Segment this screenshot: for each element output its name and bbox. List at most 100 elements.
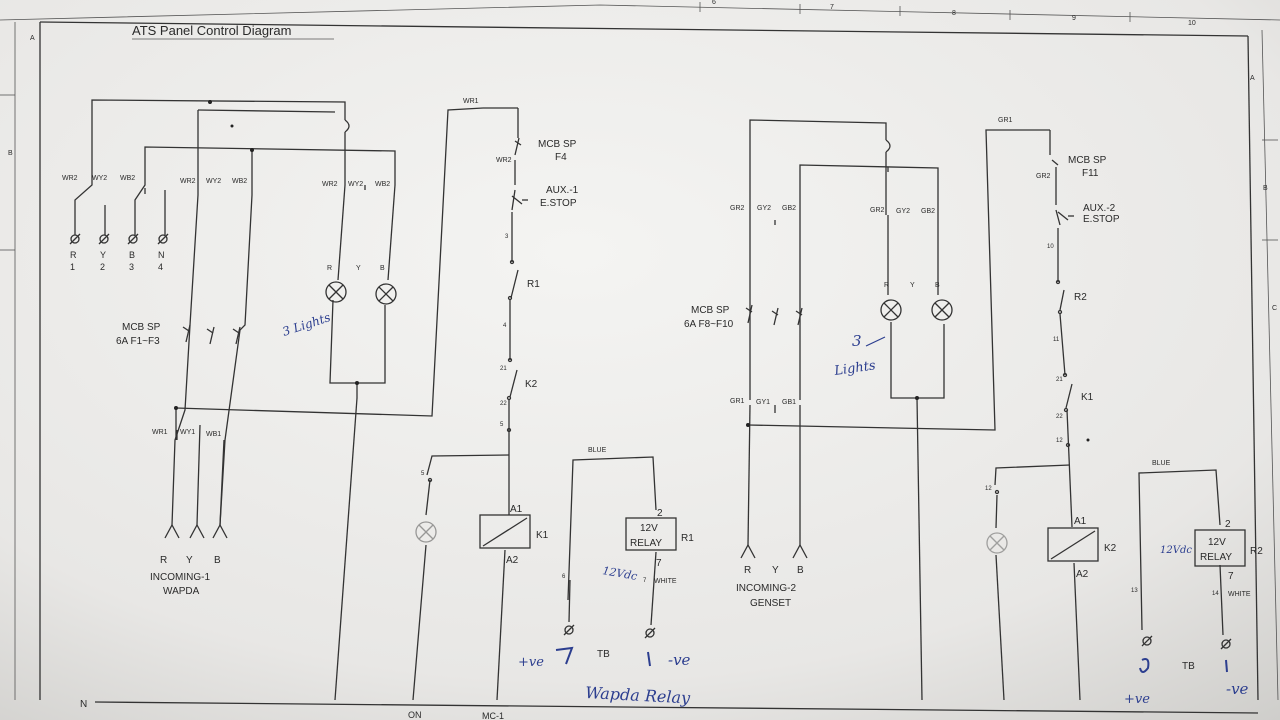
incoming-phase-label: R bbox=[160, 555, 167, 566]
terminal-label: Y bbox=[100, 250, 106, 260]
terminal-symbols bbox=[69, 233, 169, 245]
mcb-label: MCB SP bbox=[691, 305, 730, 316]
node-number: 14 bbox=[1212, 591, 1219, 597]
estop-label: AUX.-1 bbox=[546, 185, 579, 196]
node-label: WR1 bbox=[463, 98, 479, 105]
neutral-label: N bbox=[80, 699, 87, 710]
mcb-switch-icon bbox=[514, 140, 522, 146]
mcb-switch-icon bbox=[745, 304, 803, 326]
lamp-phase-label: Y bbox=[910, 282, 915, 289]
node-number: 5 bbox=[500, 422, 504, 428]
terminal-label: R bbox=[70, 250, 77, 260]
mcb-rating: F11 bbox=[1082, 168, 1099, 179]
node-number: 3 bbox=[505, 234, 509, 240]
incoming-arrow-icon bbox=[164, 523, 228, 539]
border-number: 6 bbox=[712, 0, 716, 6]
bus-label: WR2 bbox=[180, 178, 196, 185]
incoming-arrow-icon bbox=[740, 543, 808, 559]
supply-node-label: GY1 bbox=[756, 399, 770, 406]
handwritten-note: -ve bbox=[1226, 680, 1249, 698]
coil-terminal: A2 bbox=[506, 555, 519, 566]
node-number: 22 bbox=[500, 401, 507, 407]
wy1-wire bbox=[196, 424, 201, 526]
bus-connection-dots bbox=[746, 396, 1090, 442]
handwritten-note: 12Vdc bbox=[601, 564, 638, 583]
handwritten-note: Lights bbox=[832, 358, 876, 379]
handwritten-arrow bbox=[865, 336, 886, 347]
handwritten-note: 3 bbox=[852, 332, 862, 350]
terminal-number: 2 bbox=[100, 262, 105, 272]
supply-node-label: WY1 bbox=[180, 429, 195, 436]
node-number: 7 bbox=[643, 578, 647, 584]
relay-terminal: 2 bbox=[657, 508, 663, 519]
lamp-phase-label: B bbox=[935, 282, 940, 289]
terminal-number: 1 bbox=[70, 262, 75, 272]
lamp-phase-label: R bbox=[884, 282, 889, 289]
coil-symbol bbox=[1050, 530, 1096, 560]
sheet-frame bbox=[0, 2, 1280, 701]
contact-pins bbox=[994, 279, 1071, 495]
lamp-icon bbox=[325, 281, 347, 303]
node-number: 21 bbox=[1056, 377, 1063, 383]
wb1-wire bbox=[219, 439, 225, 526]
handwritten-note: -ve bbox=[668, 651, 691, 669]
node-number: 4 bbox=[503, 323, 507, 329]
estop-label: AUX.-2 bbox=[1083, 203, 1116, 214]
bus-label: WR2 bbox=[322, 181, 338, 188]
border-letter: A bbox=[1250, 75, 1255, 82]
handwritten-note: +ve bbox=[1124, 692, 1150, 707]
wire-label: BLUE bbox=[1152, 460, 1171, 467]
supply-node-label: GY2 bbox=[757, 205, 771, 212]
relay-terminal: 7 bbox=[656, 558, 662, 569]
lamp-icon bbox=[986, 532, 1008, 554]
control-circuit-1-wiring bbox=[412, 107, 657, 701]
incoming-name: INCOMING-1 bbox=[150, 572, 210, 583]
incoming-source: WAPDA bbox=[163, 586, 200, 597]
bus-label: WB2 bbox=[375, 181, 390, 188]
mcb-switch-icon bbox=[182, 324, 241, 345]
incoming-source: GENSET bbox=[750, 598, 791, 609]
incoming-phase-label: Y bbox=[186, 555, 193, 566]
coil-terminal: A1 bbox=[510, 504, 523, 515]
terminal-label: N bbox=[158, 250, 165, 260]
border-letter: A bbox=[30, 35, 35, 42]
node-label: GR1 bbox=[998, 117, 1013, 124]
coil-name: K1 bbox=[536, 530, 549, 541]
wire-label: WHITE bbox=[654, 578, 677, 585]
bus-label: WB2 bbox=[232, 178, 247, 185]
bus-label: WR2 bbox=[62, 175, 78, 182]
lamp-icon bbox=[880, 299, 902, 321]
incoming-name: INCOMING-2 bbox=[736, 583, 796, 594]
lamp-phase-label: R bbox=[327, 265, 332, 272]
relay-terminal: 2 bbox=[1225, 519, 1231, 530]
bus-label: WB2 bbox=[120, 175, 135, 182]
r1-relay bbox=[625, 517, 677, 551]
contact-label: K2 bbox=[525, 379, 538, 390]
contact-label: R1 bbox=[527, 279, 540, 290]
terminal-symbols bbox=[1141, 635, 1232, 650]
node-label: WR2 bbox=[496, 157, 512, 164]
supply-node-label: GR1 bbox=[730, 398, 745, 405]
terminal-block-label: TB bbox=[1182, 661, 1195, 672]
incoming-phase-label: B bbox=[797, 565, 804, 576]
relay-type: RELAY bbox=[630, 538, 662, 549]
lamp-phase-label: B bbox=[380, 265, 385, 272]
supply-node-label: GY2 bbox=[896, 208, 910, 215]
circuit-label: MC-1 bbox=[482, 711, 504, 720]
wire-label: BLUE bbox=[588, 447, 607, 454]
node-number: 6 bbox=[562, 574, 566, 580]
estop-contact-icon bbox=[1057, 211, 1074, 221]
supply-node-label: GB2 bbox=[921, 208, 935, 215]
lamp-icon bbox=[375, 283, 397, 305]
mcb-label: MCB SP bbox=[538, 139, 577, 150]
incoming-phase-label: Y bbox=[772, 565, 779, 576]
node-number: 12 bbox=[985, 486, 992, 492]
supply-node-label: GR2 bbox=[870, 207, 885, 214]
border-number: 8 bbox=[952, 10, 956, 17]
relay-rating: 12V bbox=[640, 523, 658, 534]
wapda-supply-wiring bbox=[74, 99, 484, 701]
bus-connection-dots bbox=[174, 100, 359, 410]
